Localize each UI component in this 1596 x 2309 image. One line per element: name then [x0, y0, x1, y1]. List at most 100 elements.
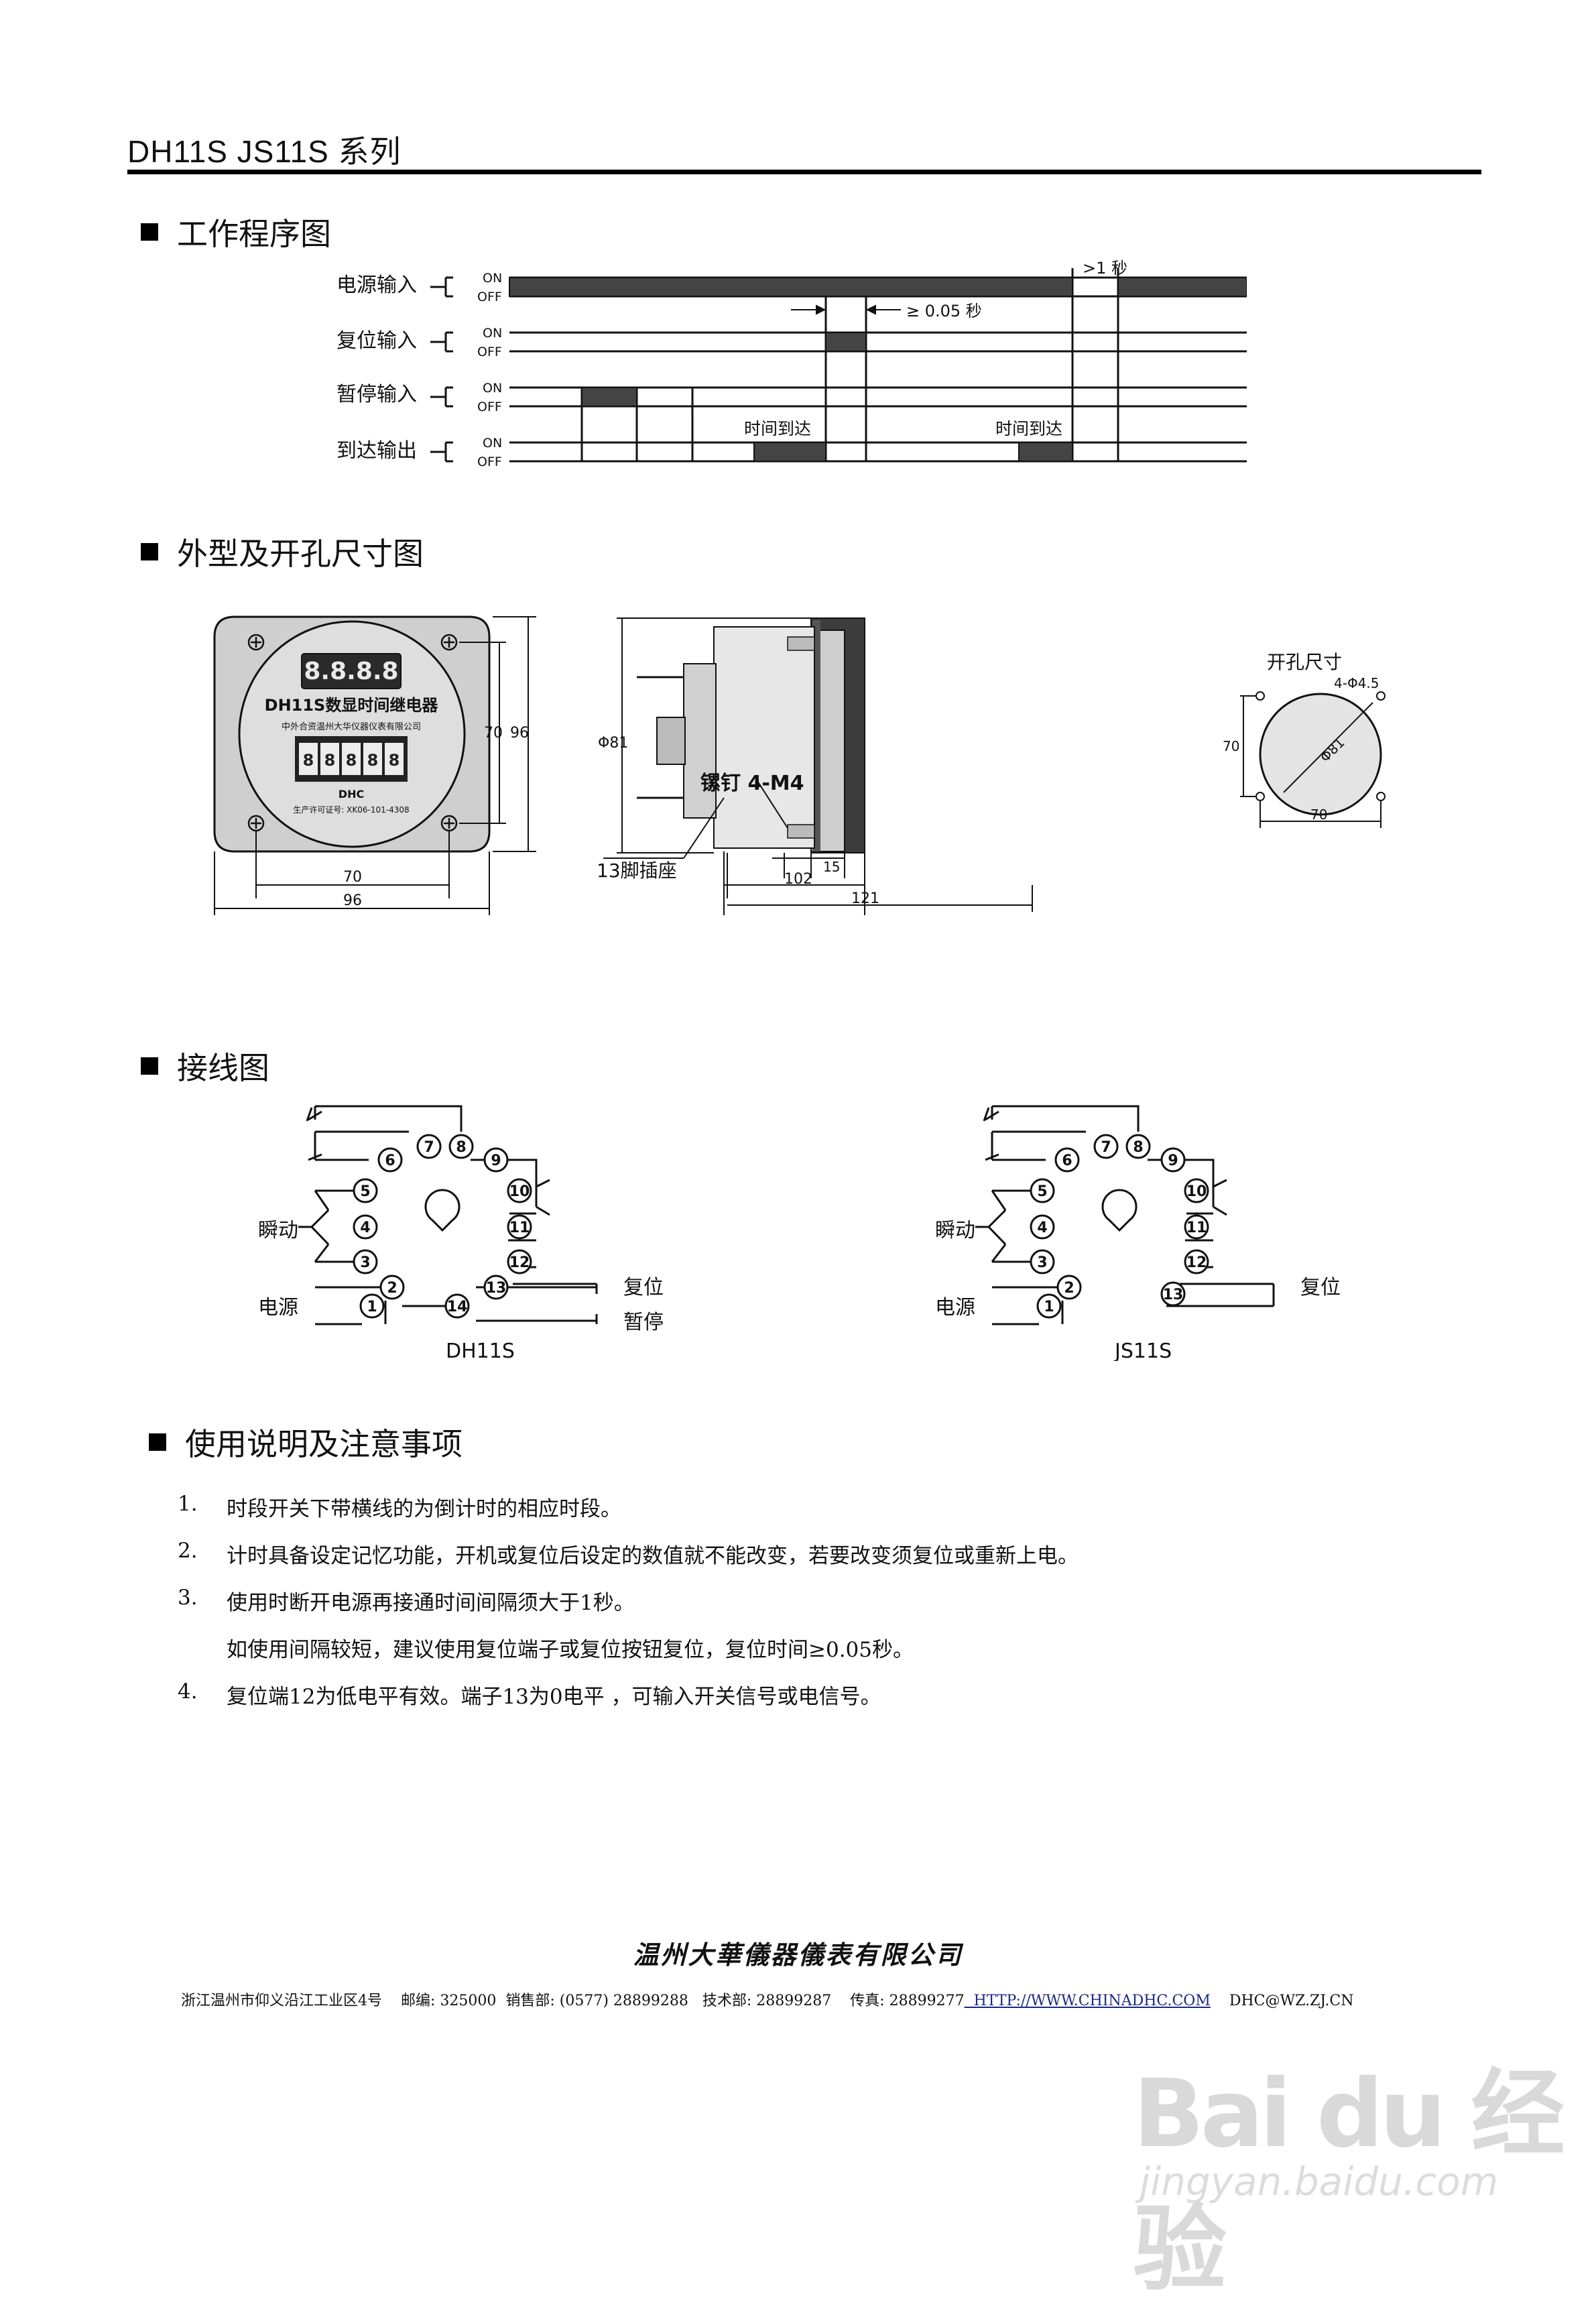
socket-label: 13脚插座 — [597, 860, 677, 882]
square-bullet-icon — [141, 223, 158, 241]
ge005-label: ≥ 0.05 秒 — [906, 302, 982, 320]
cutout-drawing: 开孔尺寸 4-Φ4.5 Φ81 70 70 — [1223, 651, 1386, 828]
note-item-continuation: 如使用间隔较短，建议使用复位端子或复位按钮复位，复位时间≥0.05秒。 — [227, 1638, 914, 1662]
svg-text:8: 8 — [367, 751, 379, 770]
dim-96-vertical: 96 — [510, 725, 529, 742]
dim-70-cutout-horizontal: 70 — [1310, 807, 1327, 823]
svg-text:6: 6 — [1062, 1152, 1072, 1169]
row-label-power: 电源输入 — [336, 274, 417, 297]
power-label: 电源 — [258, 1296, 298, 1319]
row-label-output: 到达输出 — [336, 439, 417, 463]
svg-text:OFF: OFF — [477, 290, 502, 304]
section-title: 使用说明及注意事项 — [185, 1426, 463, 1462]
svg-text:OFF: OFF — [477, 400, 502, 414]
output-pulse-2 — [1018, 442, 1073, 462]
document-title: DH11S JS11S 系列 — [127, 134, 402, 169]
section-title: 外型及开孔尺寸图 — [177, 536, 424, 572]
svg-text:6: 6 — [385, 1152, 395, 1169]
section-heading-timing: 工作程序图 — [141, 210, 331, 254]
instant-label: 瞬动 — [258, 1219, 298, 1242]
svg-text:8: 8 — [324, 751, 336, 770]
product-model: DH11S数显时间继电器 — [265, 696, 439, 715]
note-item: 4.复位端12为低电平有效。端子13为0电平 ，可输入开关信号或电信号。 — [178, 1679, 881, 1709]
svg-text:9: 9 — [491, 1152, 501, 1169]
time-reached-label-1: 时间到达 — [744, 419, 811, 438]
screw-label: 镙钉 4-M4 — [700, 772, 804, 795]
svg-text:OFF: OFF — [477, 455, 502, 469]
dim-15: 15 — [823, 859, 840, 875]
svg-text:10: 10 — [1186, 1183, 1207, 1200]
section-title: 接线图 — [177, 1050, 269, 1086]
svg-text:3: 3 — [1037, 1254, 1047, 1271]
dim-121: 121 — [851, 890, 879, 907]
side-view-drawing: Φ81 镙钉 4-M4 13脚插座 15 102 121 — [597, 617, 1033, 915]
svg-text:13: 13 — [486, 1280, 507, 1297]
svg-text:4: 4 — [1037, 1220, 1047, 1236]
svg-text:7: 7 — [1101, 1139, 1111, 1156]
dh11s-caption: DH11S — [446, 1340, 515, 1361]
dim-96-horizontal: 96 — [343, 892, 362, 909]
svg-text:4: 4 — [360, 1220, 370, 1236]
svg-text:1: 1 — [1044, 1299, 1054, 1315]
address-text: 浙江温州市仰义沿江工业区4号 邮编: 325000 销售部: (0577) 28… — [181, 1993, 965, 2009]
svg-text:OFF: OFF — [477, 345, 502, 359]
svg-text:ON: ON — [483, 326, 502, 341]
dim-70-cutout-vertical: 70 — [1223, 738, 1239, 754]
svg-text:8: 8 — [456, 1139, 466, 1156]
svg-text:13: 13 — [1163, 1287, 1184, 1303]
svg-text:8: 8 — [346, 751, 357, 770]
time-reached-label-2: 时间到达 — [995, 419, 1062, 438]
instant-label: 瞬动 — [935, 1219, 975, 1242]
note-item: 3.使用时断开电源再接通时间间隔须大于1秒。 — [178, 1586, 635, 1615]
output-pulse-1 — [753, 442, 826, 462]
svg-text:10: 10 — [509, 1183, 530, 1200]
square-bullet-icon — [141, 543, 158, 560]
svg-text:5: 5 — [1037, 1183, 1047, 1200]
note-item: 1.时段开关下带横线的为倒计时的相应时段。 — [178, 1492, 621, 1521]
reset-label: 复位 — [623, 1276, 664, 1299]
website-link[interactable]: HTTP://WWW.CHINADHC.COM — [964, 1993, 1211, 2009]
svg-text:12: 12 — [1186, 1254, 1207, 1271]
front-view-drawing: 8.8.8.8 DH11S数显时间继电器 中外合资温州大华仪器仪表有限公司 8 … — [213, 615, 536, 915]
svg-text:8: 8 — [1133, 1139, 1143, 1156]
maker-name: 中外合资温州大华仪器仪表有限公司 — [282, 722, 421, 732]
row-label-pause: 暂停输入 — [336, 383, 417, 406]
square-bullet-icon — [141, 1057, 158, 1075]
svg-text:14: 14 — [447, 1299, 468, 1315]
svg-text:2: 2 — [1064, 1280, 1074, 1297]
svg-text:12: 12 — [509, 1254, 530, 1271]
section-heading-dimensions: 外型及开孔尺寸图 — [141, 530, 424, 574]
power-on-pulse-2 — [1117, 277, 1247, 297]
svg-text:11: 11 — [509, 1220, 530, 1236]
email-text: DHC@WZ.ZJ.CN — [1210, 1993, 1354, 2009]
cutout-title: 开孔尺寸 — [1267, 651, 1342, 673]
reset-label: 复位 — [1300, 1276, 1341, 1299]
svg-text:ON: ON — [483, 436, 502, 451]
license-number: 生产许可证号: XK06-101-4308 — [293, 805, 409, 815]
contact-line: 浙江温州市仰义沿江工业区4号 邮编: 325000 销售部: (0577) 28… — [181, 1989, 1353, 2010]
section-title: 工作程序图 — [177, 216, 331, 252]
svg-text:2: 2 — [387, 1280, 397, 1297]
section-heading-notes: 使用说明及注意事项 — [149, 1420, 463, 1464]
pause-pulse — [581, 387, 637, 407]
svg-text:ON: ON — [483, 381, 502, 396]
company-name: 温州大華儀器儀表有限公司 — [633, 1940, 963, 1970]
pause-label: 暂停 — [623, 1311, 664, 1334]
svg-text:1: 1 — [367, 1299, 377, 1315]
dim-70-vertical: 70 — [484, 725, 503, 742]
gt1s-label: >1 秒 — [1083, 259, 1127, 278]
power-label: 电源 — [935, 1296, 975, 1319]
brand-logo: DHC — [339, 788, 364, 801]
holes-label: 4-Φ4.5 — [1334, 675, 1379, 691]
js11s-caption: JS11S — [1113, 1340, 1172, 1361]
svg-text:5: 5 — [360, 1183, 370, 1200]
svg-text:8: 8 — [389, 751, 400, 770]
dim-phi81-side: Φ81 — [598, 735, 628, 752]
svg-text:11: 11 — [1186, 1220, 1207, 1236]
note-item: 2.计时具备设定记忆功能，开机或复位后设定的数值就不能改变，若要改变须复位或重新… — [178, 1539, 1079, 1568]
row-label-reset: 复位输入 — [336, 329, 417, 353]
dim-102: 102 — [784, 871, 812, 888]
